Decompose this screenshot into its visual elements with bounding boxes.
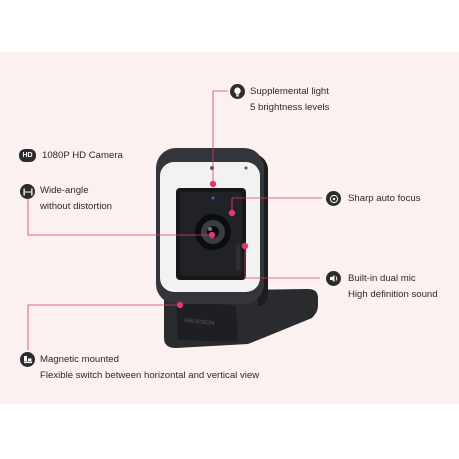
auto-focus-title: Sharp auto focus xyxy=(348,193,421,204)
mount-front xyxy=(176,300,238,342)
speaker-icon xyxy=(326,271,341,286)
mic-grill xyxy=(236,244,240,270)
wide-angle-detail: without distortion xyxy=(40,201,112,212)
magnetic-title: Magnetic mounted xyxy=(40,354,119,365)
magnetic-detail: Flexible switch between horizontal and v… xyxy=(40,370,260,381)
mount-icon xyxy=(20,352,35,367)
callout-dot-lens xyxy=(208,231,216,239)
callout-dot-focus xyxy=(228,209,236,217)
wide-angle-icon xyxy=(20,184,35,199)
callout-dot-mount xyxy=(176,301,184,309)
callout-dot-light xyxy=(209,180,217,188)
bulb-icon xyxy=(230,84,245,99)
dual-mic-detail: High definition sound xyxy=(348,289,438,300)
supplemental-light-detail: 5 brightness levels xyxy=(250,102,330,113)
wide-angle-title: Wide-angle xyxy=(40,185,89,196)
hd-camera-title: 1080P HD Camera xyxy=(42,150,123,161)
dual-mic-title: Built-in dual mic xyxy=(348,273,416,284)
focus-icon xyxy=(326,191,341,206)
supplemental-light-title: Supplemental light xyxy=(250,86,329,97)
hd-badge-icon: HD xyxy=(19,149,36,162)
brand-mark: HIKVISION xyxy=(184,318,215,327)
